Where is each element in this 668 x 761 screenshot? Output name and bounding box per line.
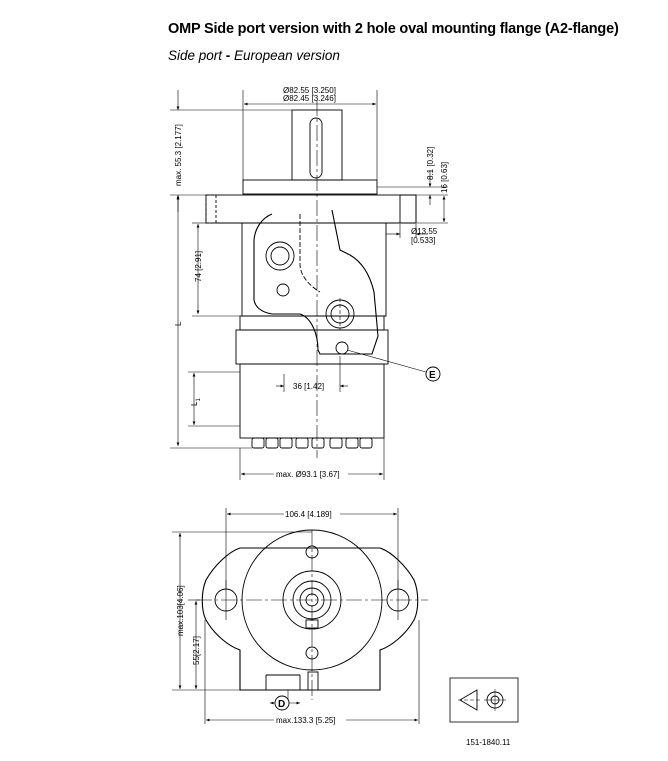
pilot-outline [242, 179, 378, 195]
flange-hole-left [205, 194, 217, 224]
page-title: OMP Side port version with 2 hole oval m… [168, 21, 619, 37]
dim-36: 36 [1.42] [293, 382, 324, 391]
dim-55: 55[2.17] [192, 636, 201, 665]
port-a-inner [270, 246, 290, 266]
callout-E [425, 366, 441, 382]
dim-74: 74 [2.91] [194, 251, 203, 282]
dim-shaft-dia-max: Ø82.55 [3.250] [283, 86, 336, 95]
subtitle-separator: - [222, 48, 235, 63]
subtitle-european: European version [234, 48, 340, 63]
dim-8-1: 8.1 [0.32] [426, 147, 435, 180]
dim-hole-dia-in: [0.533] [411, 236, 435, 245]
leader-E [346, 349, 427, 373]
flange-hole-right [399, 194, 417, 224]
subtitle-side-port: Side port [168, 48, 223, 63]
drain-port-lower [335, 341, 349, 355]
shaft-keyway [309, 117, 323, 179]
port-boss [265, 674, 301, 690]
dim-L: L [174, 321, 183, 326]
drain-port-upper [276, 283, 290, 297]
hidden-line-1 [299, 214, 321, 293]
dim-max-dia: max. Ø93.1 [3.67] [276, 470, 340, 479]
dim-133-bg [274, 714, 346, 724]
dim-max103: max.103[4.06] [176, 585, 185, 636]
body-band-2 [235, 329, 389, 365]
dim-16: 16 [0.63] [440, 162, 449, 193]
drawing-code: 151-1840.11 [466, 738, 511, 747]
drain-boss [307, 671, 319, 691]
body-band-1 [239, 315, 385, 331]
dim-hole-dia: Ø13.55 [411, 227, 438, 236]
projection-symbol [449, 677, 519, 723]
callout-D [274, 695, 290, 711]
body-lower [239, 363, 385, 439]
page-subtitle: Side port - European version [168, 48, 340, 63]
dim-height-max: max. 55.3 [2.177] [174, 124, 183, 186]
dim-max-dia-bg [274, 468, 348, 478]
port-a [265, 241, 295, 271]
label-D: D [278, 699, 285, 710]
dim-106-bg [284, 509, 340, 519]
dim-shaft-dia-min: Ø82.45 [3.246] [283, 94, 336, 103]
projection-cone-icon [459, 689, 478, 711]
front-view: 106.4 [4.189] max.103[4.06] 55[2.17] D m… [172, 508, 428, 725]
dim-L1: L1 [190, 398, 202, 406]
projection-symbol-frame [449, 677, 519, 723]
oval-flange [201, 547, 419, 691]
flange-outline [205, 194, 417, 224]
dim-106: 106.4 [4.189] [285, 510, 332, 519]
label-E: E [429, 370, 436, 381]
side-view: Ø82.55 [3.250] Ø82.45 [3.246] max. 55.3 … [170, 86, 449, 480]
section-profile [253, 209, 379, 355]
dim-max133: max.133.3 [5.25] [276, 716, 336, 725]
end-cover-bolts [251, 437, 373, 449]
